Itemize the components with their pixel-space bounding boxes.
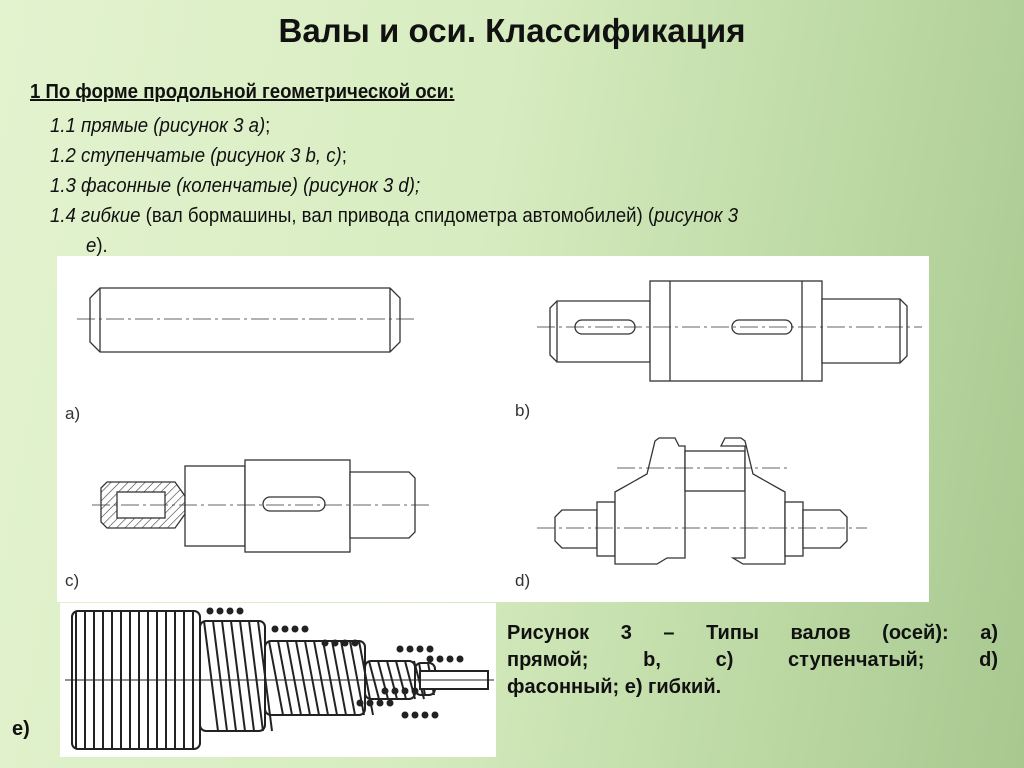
list-item-stepped: 1.2 ступенчатые (рисунок 3 b, c); [50, 145, 347, 168]
coil-mark [295, 640, 311, 716]
section-heading: 1 По форме продольной геометрической оси… [30, 81, 455, 103]
coil-mark [248, 620, 264, 732]
item-desc: (вал бормашины, вал привода спидометра а… [140, 205, 655, 227]
label-c: c) [65, 571, 79, 590]
item-term: фасонные (коленчатые) [81, 175, 298, 197]
coil-mark [313, 640, 329, 716]
coil-mark [426, 655, 434, 663]
list-item-flexible-wrap: e). [86, 235, 108, 258]
straight-shaft-drawing [77, 287, 417, 353]
item-ref: (рисунок 3 b, c) [205, 145, 342, 167]
coil-mark [221, 620, 237, 732]
coil-mark [203, 620, 219, 732]
coil-mark [216, 607, 224, 615]
coil-mark [322, 640, 338, 716]
coil-mark [291, 625, 299, 633]
stepped-shaft-drawing [537, 280, 922, 382]
coil-mark [351, 639, 359, 647]
list-item-shaped: 1.3 фасонные (коленчатые) (рисунок 3 d); [50, 175, 420, 198]
coil-mark [401, 687, 409, 695]
coil-mark [206, 607, 214, 615]
coil-mark [386, 699, 394, 707]
coil-mark [236, 607, 244, 615]
coil-mark [446, 655, 454, 663]
coil-mark [239, 620, 255, 732]
caption-line-3: фасонный; e) гибкий. [507, 676, 722, 698]
coil-mark [321, 639, 329, 647]
coil-mark [340, 640, 356, 716]
item-tail: ). [96, 235, 108, 257]
crankshaft-drawing [537, 437, 867, 565]
label-a: a) [65, 404, 80, 423]
coil-mark [304, 640, 320, 716]
item-term: гибкие [81, 205, 141, 227]
coil-mark [301, 625, 309, 633]
slide-title: Валы и оси. Классификация [278, 12, 746, 49]
coil-mark [456, 655, 464, 663]
list-item-flexible: 1.4 гибкие (вал бормашины, вал привода с… [50, 205, 1017, 228]
item-tail: ; [265, 115, 271, 137]
coil-mark [230, 620, 246, 732]
label-b: b) [515, 401, 530, 420]
figure-caption: Рисунок 3 – Типы валов (осей): a) прямой… [507, 620, 998, 701]
item-ref: (рисунок 3 d); [297, 175, 421, 197]
coil-mark [356, 699, 364, 707]
coil-mark [366, 699, 374, 707]
coil-mark [411, 711, 419, 719]
coil-mark [421, 711, 429, 719]
coil-mark [268, 640, 284, 716]
coil-mark [281, 625, 289, 633]
item-number: 1.3 [50, 175, 76, 197]
coil-mark [401, 711, 409, 719]
caption-line-1: Рисунок 3 – Типы валов (осей): a) [507, 622, 998, 644]
label-e: e) [12, 718, 30, 740]
item-ref: рисунок 3 [654, 205, 739, 227]
coil-mark [426, 645, 434, 653]
coil-mark [212, 620, 228, 732]
coil-mark [277, 640, 293, 716]
coil-mark [341, 639, 349, 647]
coil-mark [376, 699, 384, 707]
coil-mark [436, 655, 444, 663]
item-tail: ; [341, 145, 347, 167]
item-number: 1.2 [50, 145, 76, 167]
item-ref: (рисунок 3 а) [148, 115, 266, 137]
coil-mark [391, 687, 399, 695]
stepped-shaft-c-drawing [92, 459, 432, 553]
coil-mark [271, 625, 279, 633]
caption-line-2: прямой; b, c) ступенчатый; d) [507, 649, 998, 671]
coil-mark [226, 607, 234, 615]
coil-mark [431, 711, 439, 719]
list-item-straight: 1.1 прямые (рисунок 3 а); [50, 115, 270, 138]
coil-mark [411, 687, 419, 695]
coil-mark [396, 645, 404, 653]
item-ref-wrap: e [86, 235, 97, 257]
item-number: 1.1 [50, 115, 76, 137]
coil-mark [406, 645, 414, 653]
coil-mark [331, 640, 347, 716]
item-term: ступенчатые [81, 145, 206, 167]
item-term: прямые [81, 115, 149, 137]
coil-mark [286, 640, 302, 716]
label-d: d) [515, 571, 530, 590]
shaft-figure-abcd: a) b) c) d) [57, 256, 929, 602]
item-number: 1.4 [50, 205, 76, 227]
coil-mark [331, 639, 339, 647]
coil-mark [381, 687, 389, 695]
coil-mark [416, 645, 424, 653]
flexible-shaft-figure [60, 603, 496, 757]
